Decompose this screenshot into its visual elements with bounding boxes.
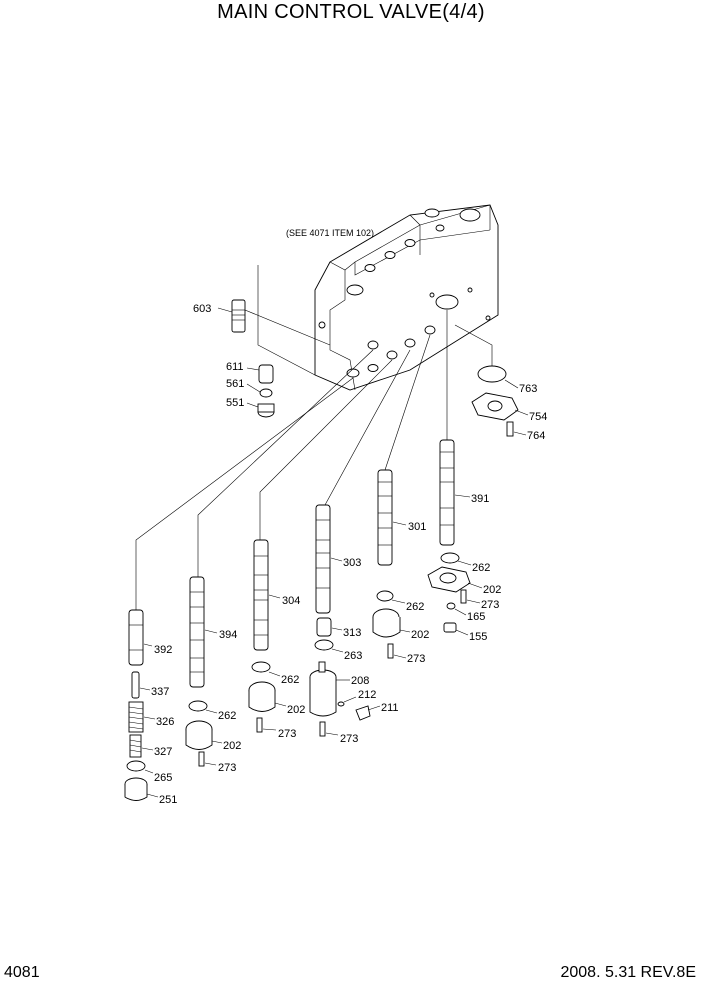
- cap-202-a: [185, 720, 213, 750]
- label-265: 265: [154, 772, 172, 784]
- part-763-oring: [477, 365, 507, 383]
- label-202-a: 202: [223, 740, 241, 752]
- label-202-d: 202: [483, 584, 501, 596]
- label-262-c: 262: [406, 601, 424, 613]
- label-763: 763: [519, 383, 537, 395]
- part-327-spring: [129, 734, 142, 758]
- part-326-spring: [128, 701, 144, 733]
- part-392-sleeve: [128, 609, 144, 666]
- part-263-oring: [314, 639, 334, 651]
- part-262-oring-a: [188, 700, 208, 712]
- label-165: 165: [467, 611, 485, 623]
- part-262-oring-c: [376, 590, 394, 602]
- cap-202-b: [248, 681, 276, 712]
- bolt-273-e: [460, 589, 467, 604]
- label-251: 251: [159, 794, 177, 806]
- label-273-b: 273: [278, 728, 296, 740]
- label-202-b: 202: [287, 704, 305, 716]
- label-262-a: 262: [218, 710, 236, 722]
- cap-202-c: [372, 608, 401, 638]
- part-603-plug: [231, 299, 331, 346]
- part-337-pin: [131, 671, 140, 699]
- label-202-c: 202: [411, 629, 429, 641]
- bolt-273-d: [387, 643, 394, 659]
- label-273-a: 273: [218, 762, 236, 774]
- part-313: [316, 617, 332, 637]
- revision-footer: 2008. 5.31 REV.8E: [560, 964, 696, 981]
- label-208: 208: [351, 675, 369, 687]
- label-304: 304: [282, 595, 300, 607]
- part-262-oring-b: [251, 661, 271, 673]
- bolt-273-a: [198, 751, 205, 767]
- label-337: 337: [151, 686, 169, 698]
- part-165: [446, 602, 456, 610]
- spool-304: [253, 539, 269, 651]
- see-reference-note: (SEE 4071 ITEM 102): [286, 228, 374, 238]
- label-561: 561: [226, 378, 244, 390]
- part-212: [337, 701, 345, 707]
- part-262-oring-d: [440, 552, 460, 564]
- label-273-c: 273: [340, 733, 358, 745]
- bolt-273-c: [319, 721, 326, 737]
- part-611: [258, 364, 274, 384]
- spool-391: [439, 439, 455, 546]
- label-211: 211: [381, 702, 399, 714]
- part-265-oring: [126, 760, 146, 772]
- label-392: 392: [154, 644, 172, 656]
- cap-202-d: [427, 566, 471, 593]
- label-394: 394: [219, 629, 237, 641]
- spool-303: [315, 504, 331, 614]
- label-327: 327: [154, 746, 172, 758]
- label-263: 263: [344, 650, 362, 662]
- label-273-d: 273: [407, 653, 425, 665]
- valve-body: [314, 204, 499, 391]
- part-155-plug: [443, 622, 457, 633]
- label-262-d: 262: [472, 562, 490, 574]
- page-number: 4081: [4, 964, 40, 981]
- spool-394: [189, 576, 205, 688]
- label-262-b: 262: [281, 674, 299, 686]
- cap-208: [309, 661, 337, 717]
- part-551: [257, 403, 275, 418]
- label-603: 603: [193, 303, 211, 315]
- label-764: 764: [527, 430, 545, 442]
- label-301: 301: [408, 521, 426, 533]
- part-764-bolt: [506, 421, 514, 437]
- label-303: 303: [343, 557, 361, 569]
- label-155: 155: [469, 631, 487, 643]
- part-561-oring: [259, 388, 273, 398]
- label-551: 551: [226, 397, 244, 409]
- label-326: 326: [156, 716, 174, 728]
- spool-301: [377, 469, 393, 566]
- label-754: 754: [529, 411, 547, 423]
- bolt-273-b: [256, 717, 263, 733]
- part-211-screw: [355, 705, 371, 721]
- part-251-cap: [124, 777, 148, 801]
- label-212: 212: [358, 689, 376, 701]
- part-754-flange: [471, 392, 519, 421]
- label-391: 391: [471, 493, 489, 505]
- label-611: 611: [226, 361, 244, 373]
- page-title: MAIN CONTROL VALVE(4/4): [217, 1, 485, 23]
- label-313: 313: [343, 627, 361, 639]
- label-273-e: 273: [481, 599, 499, 611]
